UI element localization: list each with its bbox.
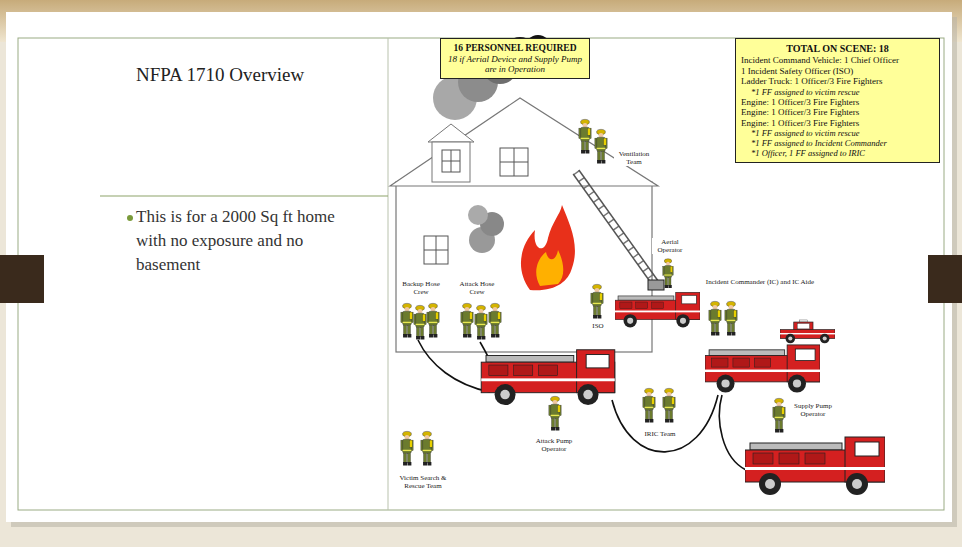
box-text: Engine: 1 Officer/3 Fire Fighters [741,107,934,118]
illustration-label: Ventilation Team [614,150,654,166]
box-text: 16 PERSONNEL REQUIRED [446,42,584,54]
illustration-label: Victim Search & Rescue Team [392,474,454,490]
hoses [418,340,746,470]
bullet-dot [127,215,133,221]
vehicles [481,280,885,495]
illustration-label: Backup Hose Crew [400,280,442,296]
bullet-text: This is for a 2000 Sq ft home with no ex… [136,205,341,277]
illustration-label: Attack Hose Crew [456,280,498,296]
box-text: Incident Command Vehicle: 1 Chief Office… [741,55,934,66]
box-text: 18 if Aerial Device and Supply Pump are … [446,54,584,74]
illustration-label: IRIC Team [638,430,682,438]
box-text: Engine: 1 Officer/3 Fire Fighters [741,97,934,108]
box-text: *1 Officer, 1 FF assigned to IRIC [741,148,934,158]
illustration-label: Attack Pump Operator [528,437,580,453]
illustration-label: Aerial Operator [652,238,688,254]
fire-fighters [401,119,785,465]
box-text: *1 FF assigned to victim rescue [741,87,934,97]
personnel-box: 16 PERSONNEL REQUIRED18 if Aerial Device… [440,38,590,79]
box-text: *1 FF assigned to Incident Commander [741,138,934,148]
box-text: TOTAL ON SCENE: 18 [741,42,934,55]
box-text: 1 Incident Safety Officer (ISO) [741,66,934,77]
slide-title: NFPA 1710 Overview [136,64,304,86]
ladder [573,170,659,286]
box-text: *1 FF assigned to victim rescue [741,128,934,138]
illustration-label: ISO [588,322,608,330]
illustration-label: Incident Commander (IC) and IC Aide [700,278,820,286]
box-text: Engine: 1 Officer/3 Fire Fighters [741,118,934,129]
personnel-box: TOTAL ON SCENE: 18Incident Command Vehic… [735,38,940,163]
illustration-label: Supply Pump Operator [790,402,836,418]
box-text: Ladder Truck: 1 Officer/3 Fire Fighters [741,76,934,87]
